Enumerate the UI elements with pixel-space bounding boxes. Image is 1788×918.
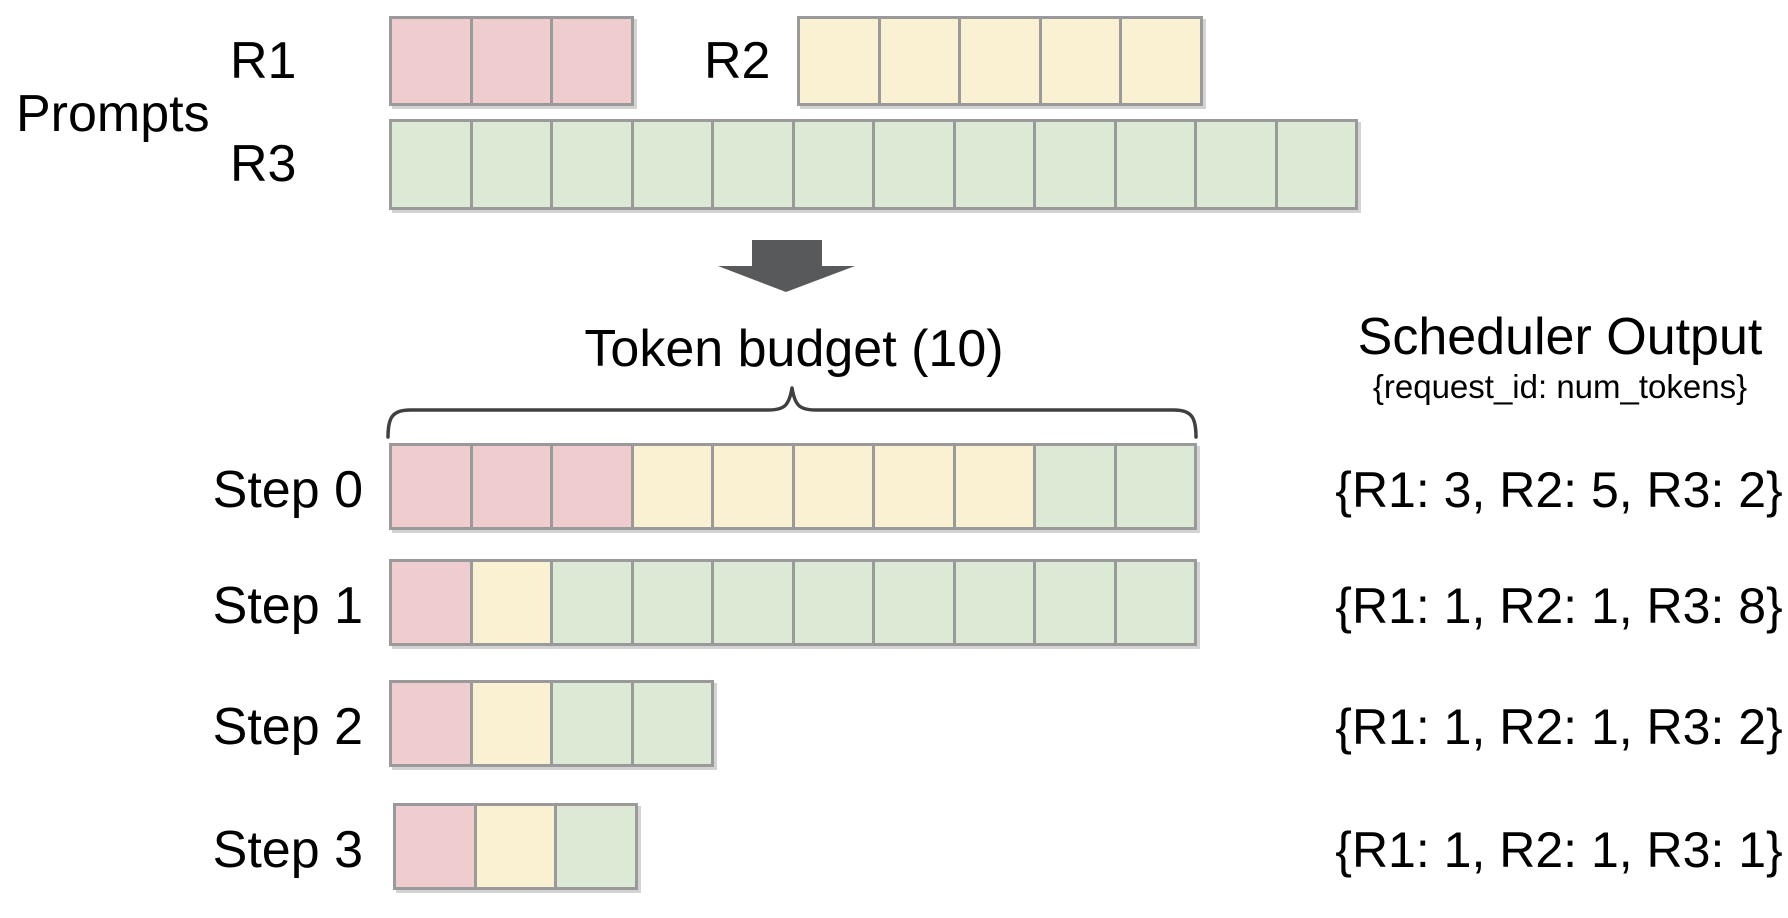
token-cell-r1 xyxy=(393,803,477,890)
token-cell-r3 xyxy=(872,559,956,646)
token-cell-r3 xyxy=(1033,559,1117,646)
step-0-label: Step 0 xyxy=(212,461,363,519)
token-cell-r3 xyxy=(550,680,634,767)
token-cell-r3 xyxy=(1033,119,1117,210)
token-cell-r3 xyxy=(1113,559,1197,646)
token-cell-r2 xyxy=(469,680,553,767)
prompts-section-label: Prompts xyxy=(16,85,210,143)
token-cell-r2 xyxy=(1119,16,1203,106)
token-cell-r3 xyxy=(550,119,634,210)
prompt-row-r1 xyxy=(389,16,634,106)
token-cell-r3 xyxy=(630,559,714,646)
prompt-row-r2 xyxy=(797,16,1203,106)
step-2-output: {R1: 1, R2: 1, R3: 2} xyxy=(1335,699,1783,755)
token-cell-r2 xyxy=(797,16,881,106)
step-2-row xyxy=(389,680,714,767)
token-cell-r3 xyxy=(630,680,714,767)
token-cell-r3 xyxy=(1274,119,1358,210)
token-cell-r1 xyxy=(389,16,473,106)
token-cell-r3 xyxy=(1113,443,1197,530)
token-cell-r1 xyxy=(550,16,634,106)
token-cell-r1 xyxy=(389,559,473,646)
step-2-label: Step 2 xyxy=(212,698,363,756)
token-cell-r2 xyxy=(877,16,961,106)
token-cell-r3 xyxy=(711,559,795,646)
token-cell-r1 xyxy=(389,443,473,530)
scheduler-output-title: Scheduler Output xyxy=(1357,308,1763,366)
token-cell-r2 xyxy=(872,443,956,530)
token-cell-r3 xyxy=(554,803,638,890)
token-cell-r2 xyxy=(630,443,714,530)
step-1-label: Step 1 xyxy=(212,577,363,635)
token-cell-r2 xyxy=(469,559,553,646)
token-cell-r1 xyxy=(469,16,553,106)
token-cell-r3 xyxy=(952,119,1036,210)
token-cell-r1 xyxy=(550,443,634,530)
request-label-r2: R2 xyxy=(704,32,771,90)
token-cell-r3 xyxy=(630,119,714,210)
token-cell-r2 xyxy=(791,443,875,530)
token-cell-r1 xyxy=(469,443,553,530)
scheduler-output-subtitle: {request_id: num_tokens} xyxy=(1372,368,1748,405)
token-cell-r2 xyxy=(473,803,557,890)
step-1-output: {R1: 1, R2: 1, R3: 8} xyxy=(1335,578,1783,634)
step-3-row xyxy=(393,803,638,890)
step-0-row xyxy=(389,443,1197,530)
token-budget-brace xyxy=(386,386,1198,439)
down-arrow-icon xyxy=(718,240,855,292)
token-cell-r3 xyxy=(872,119,956,210)
token-cell-r3 xyxy=(952,559,1036,646)
token-cell-r2 xyxy=(952,443,1036,530)
token-cell-r3 xyxy=(1194,119,1278,210)
token-cell-r3 xyxy=(550,559,634,646)
step-3-label: Step 3 xyxy=(212,821,363,879)
token-cell-r3 xyxy=(791,559,875,646)
token-cell-r2 xyxy=(958,16,1042,106)
token-cell-r3 xyxy=(469,119,553,210)
token-cell-r2 xyxy=(1038,16,1122,106)
step-1-row xyxy=(389,559,1197,646)
token-cell-r3 xyxy=(389,119,473,210)
token-budget-label: Token budget (10) xyxy=(584,320,1004,378)
token-cell-r2 xyxy=(711,443,795,530)
token-cell-r3 xyxy=(1113,119,1197,210)
token-cell-r3 xyxy=(791,119,875,210)
token-cell-r3 xyxy=(1033,443,1117,530)
step-0-output: {R1: 3, R2: 5, R3: 2} xyxy=(1335,462,1783,518)
token-cell-r1 xyxy=(389,680,473,767)
request-label-r1: R1 xyxy=(230,32,297,90)
prompt-row-r3 xyxy=(389,119,1358,210)
token-cell-r3 xyxy=(711,119,795,210)
step-3-output: {R1: 1, R2: 1, R3: 1} xyxy=(1335,822,1783,878)
request-label-r3: R3 xyxy=(230,135,297,193)
